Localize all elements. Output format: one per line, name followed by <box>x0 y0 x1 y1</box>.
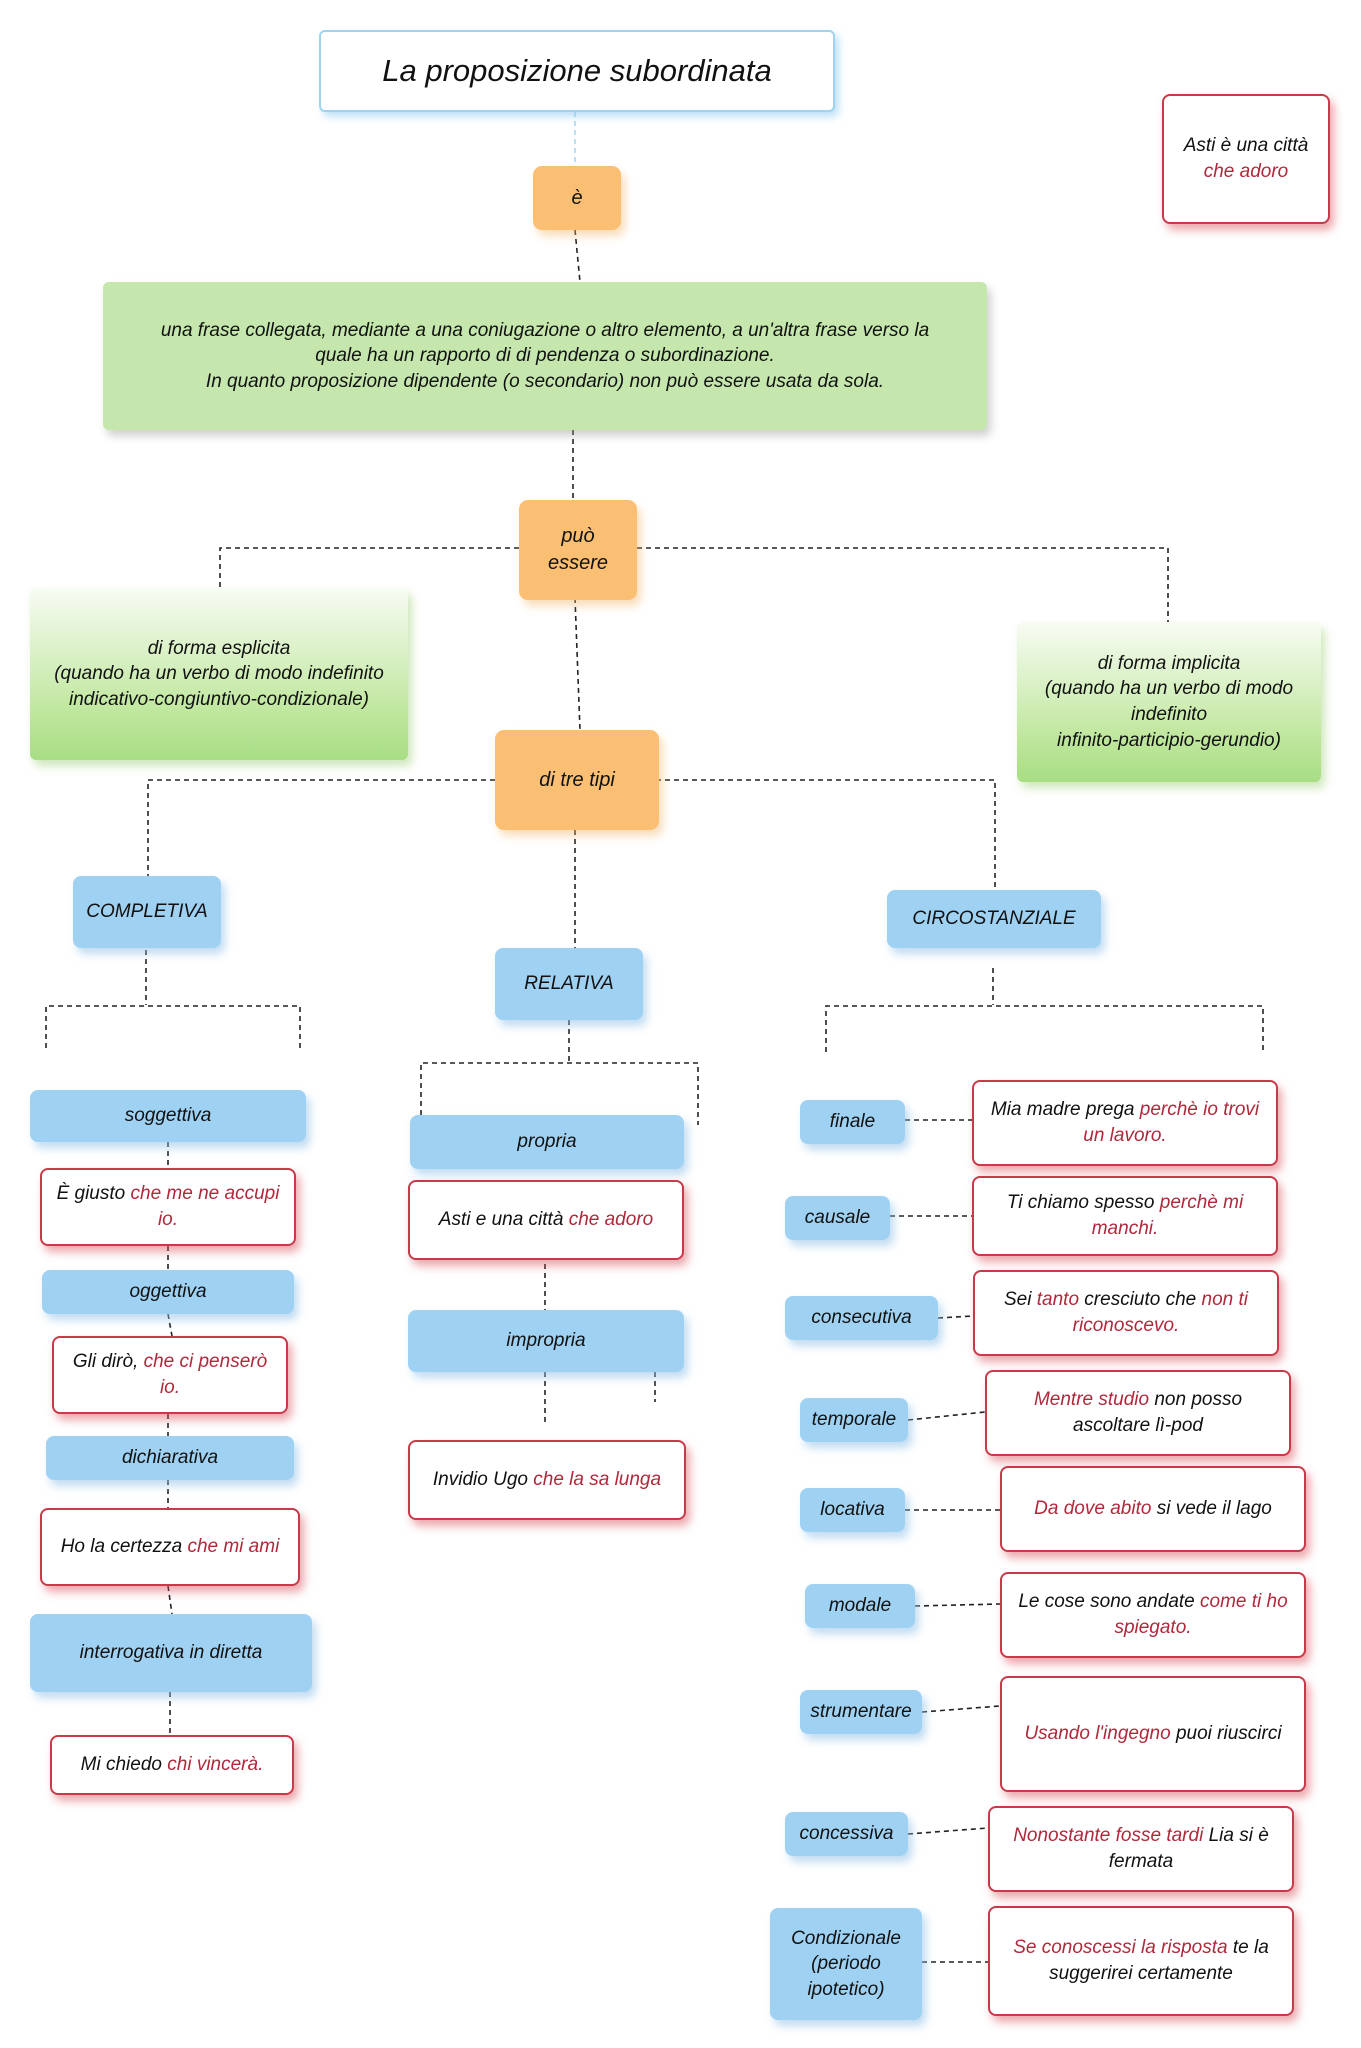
completiva-dichiarativa-example: Ho la certezza che mi ami <box>40 1508 300 1586</box>
example-text: te la suggerirei certamente <box>1049 1937 1269 1984</box>
definition-line-1: una frase collegata, mediante a una coni… <box>160 319 930 341</box>
completiva-soggettiva: soggettiva <box>30 1090 306 1142</box>
node-forma-esplicita: di forma esplicita (quando ha un verbo d… <box>30 588 408 760</box>
completiva-soggettiva-example: È giusto che me ne accupi io. <box>40 1168 296 1246</box>
node-tre-tipi: di tre tipi <box>495 730 659 830</box>
circostanziale-item-label: causale <box>785 1196 890 1240</box>
example-highlight: non ti riconoscevo. <box>1072 1289 1248 1336</box>
example-text: Mia madre prega <box>990 1099 1140 1121</box>
definition-line-3: In quanto proposizione dipendente (o sec… <box>205 370 885 392</box>
example-text: Ho la certezza <box>60 1536 188 1558</box>
example-highlight: che ci penserò io. <box>143 1351 268 1398</box>
example-text: Invidio Ugo <box>432 1469 534 1491</box>
node-relativa: RELATIVA <box>495 948 643 1020</box>
definition-line-2: quale ha un rapporto di di pendenza o su… <box>315 345 775 367</box>
example-text: Ti chiamo spesso <box>1006 1192 1160 1214</box>
example-highlight: che me ne accupi io. <box>130 1183 280 1230</box>
circostanziale-item-example: Sei tanto cresciuto che non ti riconosce… <box>973 1270 1279 1356</box>
circostanziale-item-label: consecutiva <box>785 1296 938 1340</box>
node-puo-essere: può essere <box>519 500 637 600</box>
circostanziale-item-label: finale <box>800 1100 905 1144</box>
circostanziale-item-example: Se conoscessi la risposta te la suggerir… <box>988 1906 1294 2016</box>
node-forma-implicita: di forma implicita (quando ha un verbo d… <box>1017 622 1321 782</box>
circostanziale-item-label: Condizionale (periodo ipotetico) <box>770 1908 922 2020</box>
example-text: cresciuto che <box>1079 1289 1202 1311</box>
node-e: è <box>533 166 621 230</box>
example-text: Sei <box>1004 1289 1037 1311</box>
implicita-line-3: indefinito <box>1130 704 1208 725</box>
example-text: Lia si è fermata <box>1108 1825 1269 1872</box>
circostanziale-item-example: Mia madre prega perchè io trovi un lavor… <box>972 1080 1278 1166</box>
example-highlight: Da dove abito <box>1034 1498 1152 1520</box>
completiva-interrogativa: interrogativa in diretta <box>30 1614 312 1692</box>
completiva-interrogativa-example: Mi chiedo chi vincerà. <box>50 1735 294 1795</box>
example-highlight: che la sa lunga <box>533 1469 662 1491</box>
corner-example-text: Asti è una città <box>1183 135 1309 157</box>
corner-example-box: Asti è una città che adoro <box>1162 94 1330 224</box>
completiva-oggettiva: oggettiva <box>42 1270 294 1314</box>
example-text: Gli dirò, <box>72 1351 144 1373</box>
example-highlight: perchè mi manchi. <box>1091 1192 1244 1239</box>
circostanziale-item-example: Mentre studio non posso ascoltare lì-pod <box>985 1370 1291 1456</box>
esplicita-line-1: di forma esplicita <box>147 637 291 659</box>
circostanziale-item-example: Da dove abito si vede il lago <box>1000 1466 1306 1552</box>
circostanziale-item-label: temporale <box>800 1398 908 1442</box>
implicita-line-2: (quando ha un verbo di modo <box>1044 678 1294 700</box>
example-text: È giusto <box>56 1183 131 1205</box>
example-text: non posso ascoltare lì-pod <box>1073 1389 1243 1436</box>
example-highlight: che adoro <box>568 1209 654 1231</box>
example-highlight: Usando l'ingegno <box>1024 1723 1171 1745</box>
example-highlight: perchè io trovi un lavoro. <box>1083 1099 1260 1146</box>
example-highlight: che mi ami <box>187 1536 280 1558</box>
puo-line-1: può <box>561 525 595 547</box>
relativa-impropria-example: Invidio Ugo che la sa lunga <box>408 1440 686 1520</box>
example-highlight: tanto <box>1036 1289 1080 1311</box>
example-text: puoi riuscirci <box>1170 1723 1282 1745</box>
example-text: Mi chiedo <box>80 1754 168 1776</box>
circostanziale-item-label: strumentare <box>800 1690 922 1734</box>
completiva-dichiarativa: dichiarativa <box>46 1436 294 1480</box>
relativa-propria: propria <box>410 1115 684 1169</box>
relativa-propria-example: Asti e una città che adoro <box>408 1180 684 1260</box>
circostanziale-item-label: locativa <box>800 1488 905 1532</box>
node-completiva: COMPLETIVA <box>73 876 221 948</box>
example-highlight: Se conoscessi la risposta <box>1013 1937 1228 1959</box>
circostanziale-item-example: Usando l'ingegno puoi riuscirci <box>1000 1676 1306 1792</box>
esplicita-line-3: indicativo-congiuntivo-condizionale) <box>69 688 369 710</box>
page-title: La proposizione subordinata <box>319 30 835 112</box>
corner-example-highlight: che adoro <box>1203 161 1289 182</box>
example-text: Asti e una città <box>438 1209 569 1231</box>
example-highlight: Mentre studio <box>1033 1389 1150 1411</box>
completiva-oggettiva-example: Gli dirò, che ci penserò io. <box>52 1336 288 1414</box>
circostanziale-item-example: Ti chiamo spesso perchè mi manchi. <box>972 1176 1278 1256</box>
circostanziale-item-example: Nonostante fosse tardi Lia si è fermata <box>988 1806 1294 1892</box>
definition-box: una frase collegata, mediante a una coni… <box>103 282 987 430</box>
example-highlight: chi vincerà. <box>167 1754 264 1776</box>
puo-line-2: essere <box>547 552 609 574</box>
example-text: Le cose sono andate <box>1018 1591 1201 1613</box>
circostanziale-item-label: modale <box>805 1584 915 1628</box>
circostanziale-item-label: concessiva <box>785 1812 908 1856</box>
esplicita-line-2: (quando ha un verbo di modo indefinito <box>54 663 384 685</box>
circostanziale-item-example: Le cose sono andate come ti ho spiegato. <box>1000 1572 1306 1658</box>
example-highlight: come ti ho spiegato. <box>1114 1591 1288 1638</box>
relativa-impropria: impropria <box>408 1310 684 1372</box>
example-highlight: Nonostante fosse tardi <box>1013 1825 1204 1847</box>
example-text: si vede il lago <box>1151 1498 1272 1520</box>
node-circostanziale: CIRCOSTANZIALE <box>887 890 1101 948</box>
implicita-line-4: infinito-participio-gerundio) <box>1057 729 1281 751</box>
implicita-line-1: di forma implicita <box>1097 652 1241 674</box>
